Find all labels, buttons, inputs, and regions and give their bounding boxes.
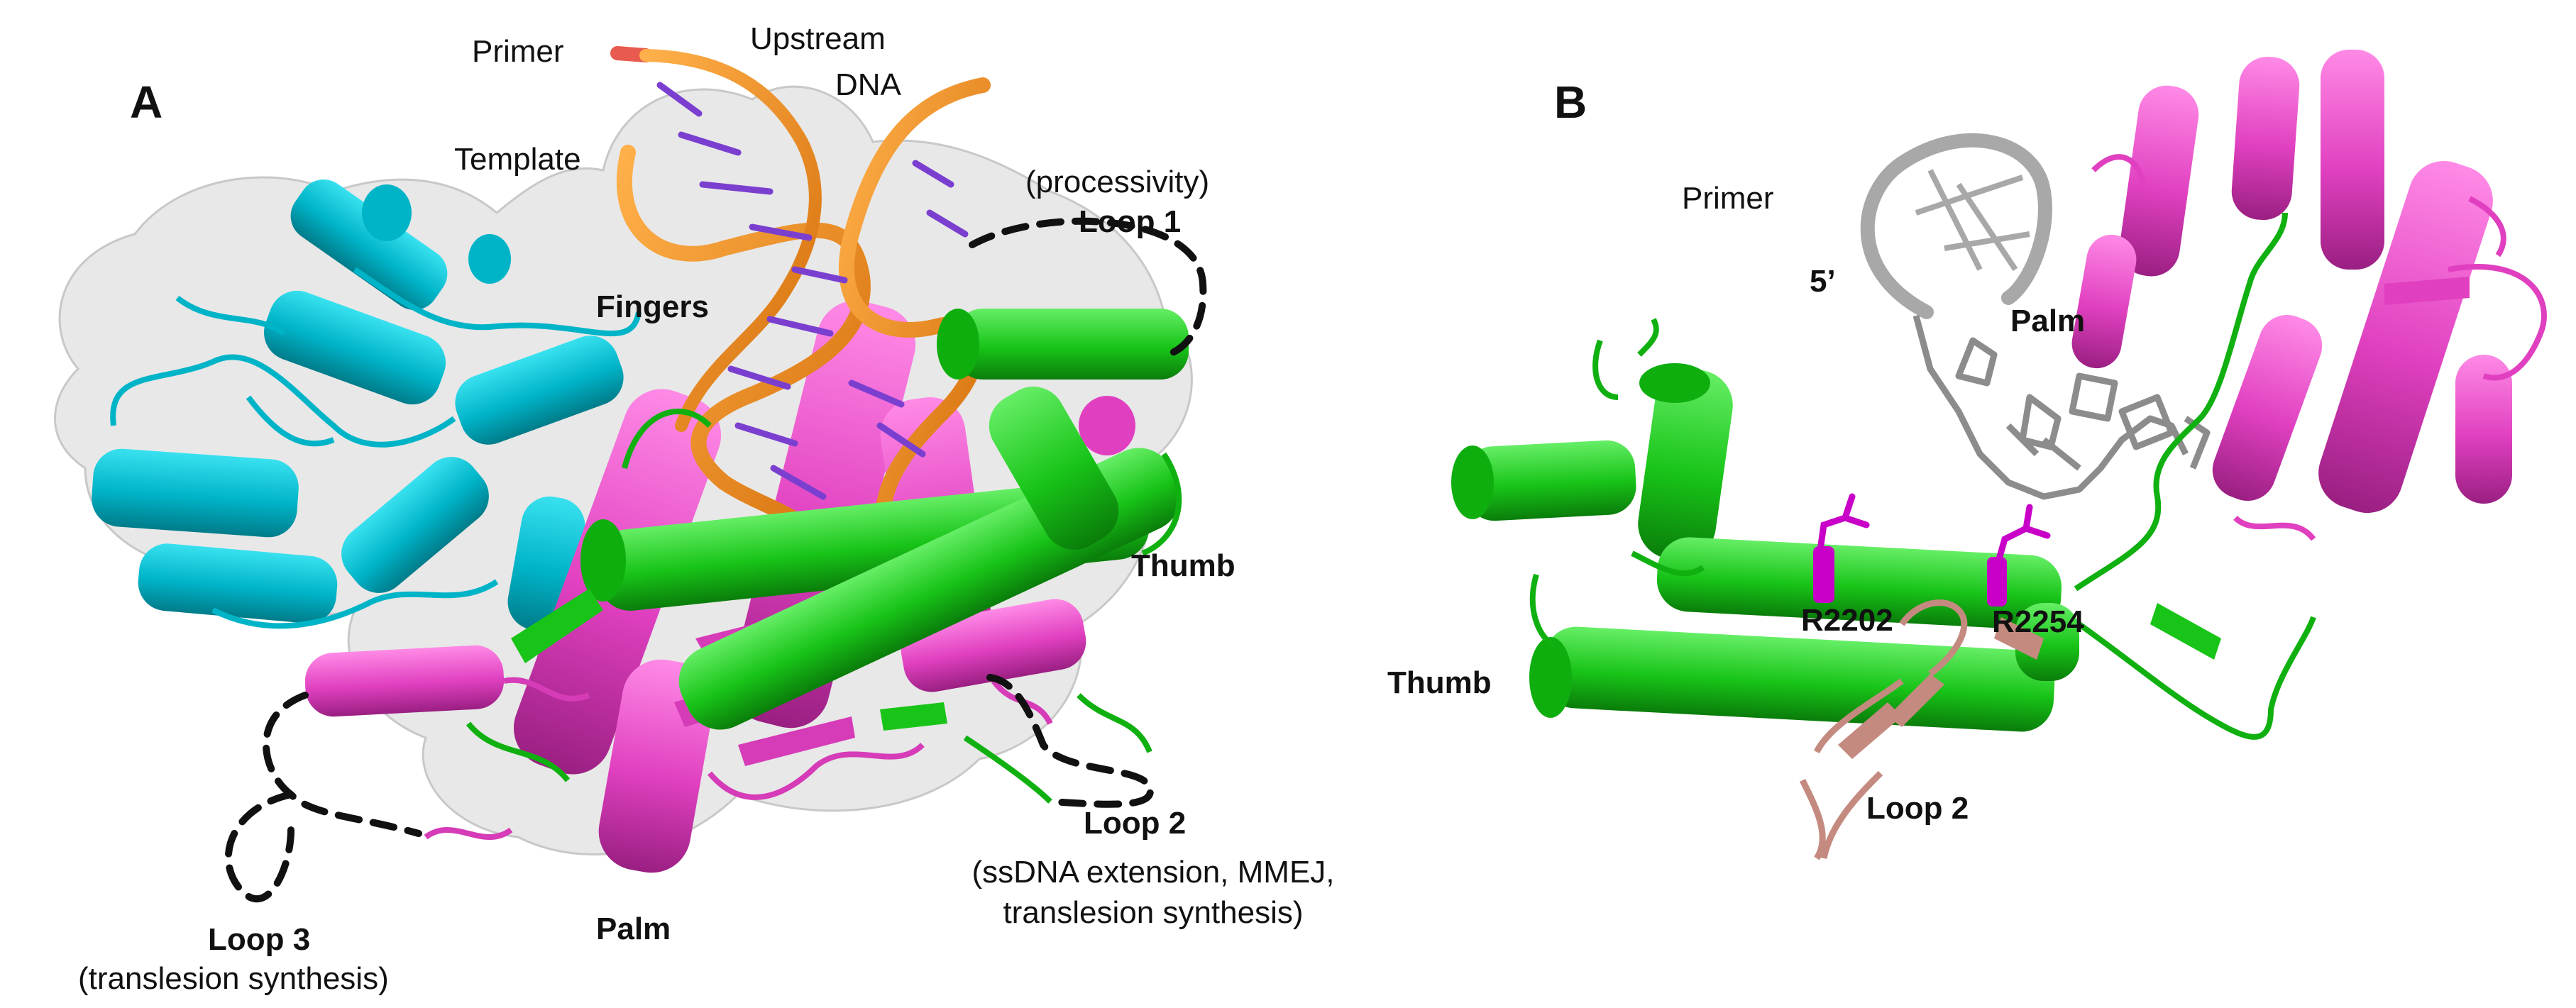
primer-backbone — [1860, 133, 2052, 319]
r2254-sidechain — [1994, 504, 2051, 567]
loop2-note-line1: (ssDNA extension, MMEJ, — [971, 855, 1335, 890]
loop-2-strand — [1994, 617, 2044, 660]
magenta-loops — [424, 677, 1053, 840]
panel-b-structure — [1451, 50, 2547, 860]
loop-2-dashes — [986, 674, 1154, 808]
green-helix-end — [1529, 637, 1572, 718]
cyan-helix — [341, 457, 489, 593]
green-helix-end — [1451, 445, 1494, 519]
disordered-loops — [225, 217, 1207, 903]
magenta-helix — [2455, 355, 2512, 504]
green-strands — [511, 589, 947, 731]
magenta-helix-end — [1079, 396, 1135, 455]
panel-a-letter: A — [130, 77, 163, 128]
r2254-ring — [1987, 557, 2007, 607]
green-loops — [466, 409, 1182, 804]
magenta-helix — [2212, 315, 2323, 501]
green-domain — [466, 309, 1189, 804]
green-helix — [954, 309, 1189, 380]
magenta-strands — [2384, 277, 2470, 305]
loop-3-dashes — [225, 692, 422, 903]
magenta-helix — [2119, 85, 2199, 277]
dna-duplex — [610, 46, 991, 575]
magenta-helix — [304, 645, 505, 717]
loop3-title: Loop 3 — [208, 922, 311, 957]
cyan-helix — [92, 448, 299, 538]
primer-label-b: Primer — [1682, 181, 1774, 216]
residue-r2254-label: R2254 — [1992, 604, 2084, 639]
base-pair-rungs — [656, 82, 969, 500]
loop-2-strand — [1838, 702, 1902, 759]
magenta-helix — [2231, 57, 2300, 221]
residue-r2202-label: R2202 — [1801, 603, 1893, 638]
residue-sidechains — [1813, 493, 2051, 607]
r2202-sidechain — [1817, 493, 1870, 553]
upstream-strand — [838, 77, 991, 561]
upstream-dna-label-line1: Upstream — [750, 21, 886, 56]
green-helix — [1638, 369, 1733, 560]
cyan-helix — [455, 336, 624, 445]
loop1-title: Loop 1 — [1079, 204, 1182, 239]
loop2-title-a: Loop 2 — [1084, 806, 1187, 841]
green-helix — [989, 387, 1119, 550]
green-helix — [1543, 626, 2055, 732]
panel-a-structure — [54, 46, 1207, 903]
panel-b-letter: B — [1554, 77, 1587, 128]
fingers-label: Fingers — [596, 289, 709, 324]
template-strand — [617, 145, 871, 575]
green-strand — [2150, 603, 2221, 660]
green-helix-end — [937, 309, 979, 380]
loop2-label-b: Loop 2 — [1866, 791, 1969, 826]
loop-2-strand — [1888, 674, 1944, 727]
nucleotide-sticks — [1912, 314, 2211, 500]
palm-label-a: Palm — [596, 912, 671, 946]
upstream-dna-label-line2: DNA — [835, 67, 901, 102]
loop2-note-line2: translesion synthesis) — [1003, 895, 1304, 930]
palm-label-b: Palm — [2010, 304, 2086, 338]
r2202-ring — [1813, 546, 1834, 603]
loop1-note: (processivity) — [1025, 165, 1210, 199]
green-domain-b — [1451, 212, 2316, 740]
magenta-loops — [2091, 154, 2547, 541]
primer-label-a: Primer — [472, 34, 564, 69]
loop3-note: (translesion synthesis) — [78, 961, 389, 996]
loop-2-b — [1799, 599, 2044, 860]
primer-rungs — [1915, 169, 2030, 272]
green-helix — [1465, 440, 1636, 521]
cyan-helix — [138, 543, 338, 624]
five-prime-label: 5’ — [1810, 264, 1836, 299]
green-helix-end — [580, 519, 626, 602]
green-helix-end — [1639, 363, 1710, 403]
template-label: Template — [454, 142, 581, 177]
magenta-helix — [2071, 234, 2137, 369]
cyan-helix-end — [362, 184, 412, 241]
magenta-helix — [2321, 50, 2384, 270]
loop-2-coil — [1799, 599, 1968, 860]
green-helix — [2015, 603, 2079, 681]
primer-dna-grey — [1860, 133, 2211, 500]
thumb-label-a: Thumb — [1131, 548, 1235, 583]
cyan-helix — [264, 290, 446, 405]
loop-1-dashes — [969, 217, 1207, 358]
magenta-helix — [2318, 160, 2493, 514]
cyan-helix — [290, 179, 448, 310]
green-helix — [1656, 537, 2062, 630]
thumb-label-b: Thumb — [1387, 665, 1492, 700]
cyan-loops — [110, 267, 642, 629]
primer-strand-body — [639, 49, 822, 432]
green-loops — [1529, 212, 2316, 740]
cyan-helix-end — [468, 234, 511, 284]
magenta-domain-b — [2071, 50, 2547, 541]
